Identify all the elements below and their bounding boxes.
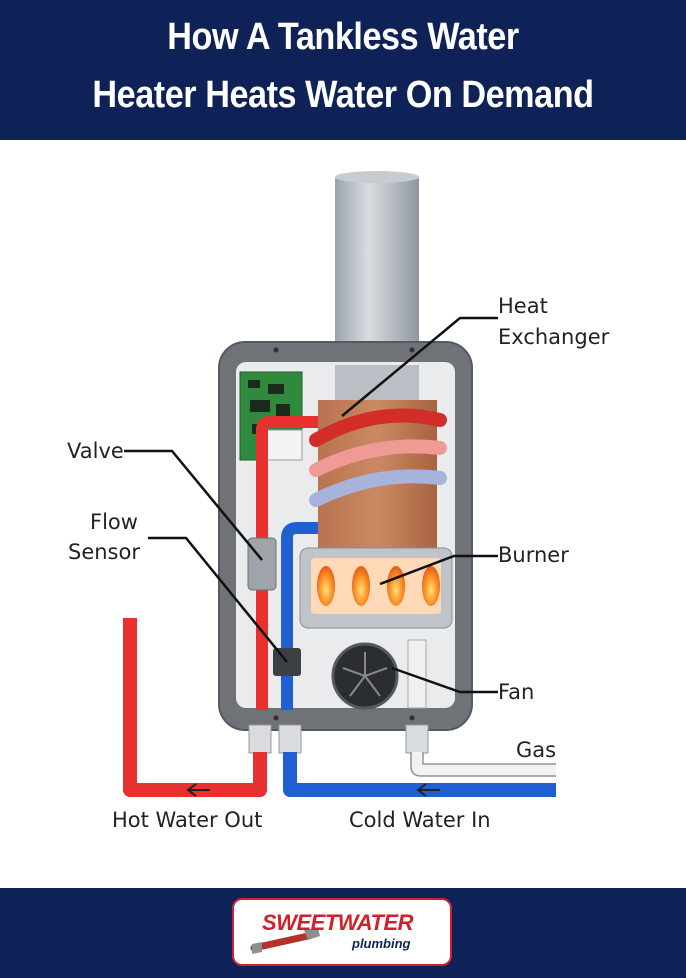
leader-fan [391, 666, 498, 694]
external-gas-pipe [411, 752, 556, 776]
company-logo: SWEETWATER plumbing [232, 898, 452, 966]
cold-water-in-label: Cold Water In [349, 808, 491, 832]
heat-exchanger-label-line-2: Exchanger [498, 325, 610, 349]
external-gas-pipe-outline [410, 752, 556, 777]
fan-label: Fan [498, 680, 535, 704]
flow-sensor-label-line-1: Flow [90, 510, 138, 534]
hot-outlet-fitting [248, 724, 272, 754]
leader-burner [379, 554, 498, 586]
page-title-line-1: How A Tankless Water [167, 16, 519, 58]
wiring-block [261, 429, 303, 461]
flue-pipe [335, 175, 419, 375]
internal-hot-pipe [256, 416, 318, 710]
heat-exchanger-label-line-1: Heat [498, 294, 548, 318]
casing-screw [409, 347, 415, 353]
diagram-illustration [123, 171, 556, 797]
water-heater-diagram: Heat Exchanger Valve Flow Sensor Burner … [0, 140, 686, 888]
leader-valve [124, 449, 263, 561]
casing-screw [273, 347, 279, 353]
leader-flow-sensor [148, 536, 288, 663]
header-banner: How A Tankless Water Heater Heats Water … [0, 0, 686, 140]
flue-connector [335, 365, 419, 401]
cold-inlet-fitting [278, 724, 302, 754]
internal-cold-pipe [281, 522, 318, 710]
fan-blades [342, 652, 388, 697]
wrench-icon [250, 928, 320, 954]
gas-fitting [405, 724, 429, 754]
flue-top [335, 171, 419, 183]
casing-screw [409, 715, 415, 721]
burner-label: Burner [498, 543, 569, 567]
page-title-line-2: Heater Heats Water On Demand [92, 74, 594, 116]
leader-heat-exchanger [341, 316, 498, 417]
valve-label: Valve [67, 439, 124, 463]
hot-flow-arrow [186, 783, 210, 797]
footer-banner: SWEETWATER plumbing [0, 888, 686, 978]
valve-body [247, 537, 277, 591]
logo-wordmark-top: SWEETWATER [262, 910, 414, 935]
leader-lines [124, 316, 498, 694]
flow-sensor-label-line-2: Sensor [68, 540, 140, 564]
cold-flow-arrow [416, 783, 440, 797]
gas-label: Gas [516, 738, 557, 762]
external-cold-pipe [283, 752, 556, 797]
logo-wordmark-bottom: plumbing [352, 936, 411, 951]
hot-water-out-label: Hot Water Out [112, 808, 263, 832]
heat-exchanger-coils [309, 408, 447, 507]
burner-flames [317, 566, 440, 606]
casing-screw [273, 715, 279, 721]
